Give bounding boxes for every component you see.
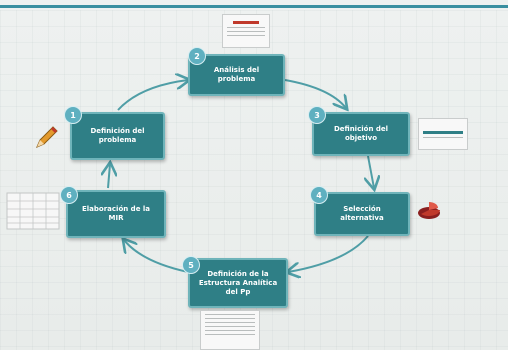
top-rule <box>0 5 508 8</box>
step-4-label: Selección alternativa <box>340 205 384 222</box>
step-2-label: Análisis del problema <box>213 66 260 83</box>
step-6-node[interactable]: Elaboración de la MIR <box>66 190 166 238</box>
connector-1-2 <box>117 80 188 111</box>
pie-chart-icon <box>418 202 440 219</box>
chart-thumbnail <box>418 118 468 150</box>
step-2-node[interactable]: Análisis del problema <box>188 54 285 96</box>
document-thumbnail <box>222 14 270 48</box>
step-5-badge: 5 <box>182 256 200 274</box>
step-6-label: Elaboración de la MIR <box>82 205 150 222</box>
connector-5-6 <box>124 240 189 273</box>
step-3-label: Definición del objetivo <box>333 125 389 142</box>
step-4-node[interactable]: Selección alternativa <box>314 192 410 236</box>
step-4-badge: 4 <box>310 186 328 204</box>
step-1-badge: 1 <box>64 106 82 124</box>
connector-6-1 <box>108 164 110 189</box>
connector-4-5 <box>288 235 369 272</box>
step-5-node[interactable]: Definición de la Estructura Analítica de… <box>188 258 288 308</box>
table-thumbnail <box>6 192 60 230</box>
connector-2-3 <box>284 79 346 108</box>
step-3-badge: 3 <box>308 106 326 124</box>
pencil-icon <box>36 126 58 148</box>
step-5-label: Definición de la Estructura Analítica de… <box>198 269 278 296</box>
step-6-badge: 6 <box>60 186 78 204</box>
table-document-thumbnail <box>200 310 260 350</box>
step-1-node[interactable]: Definición del problema <box>70 112 165 160</box>
connector-3-4 <box>368 155 374 188</box>
step-3-node[interactable]: Definición del objetivo <box>312 112 410 156</box>
step-2-badge: 2 <box>188 47 206 65</box>
step-1-label: Definición del problema <box>90 127 145 144</box>
